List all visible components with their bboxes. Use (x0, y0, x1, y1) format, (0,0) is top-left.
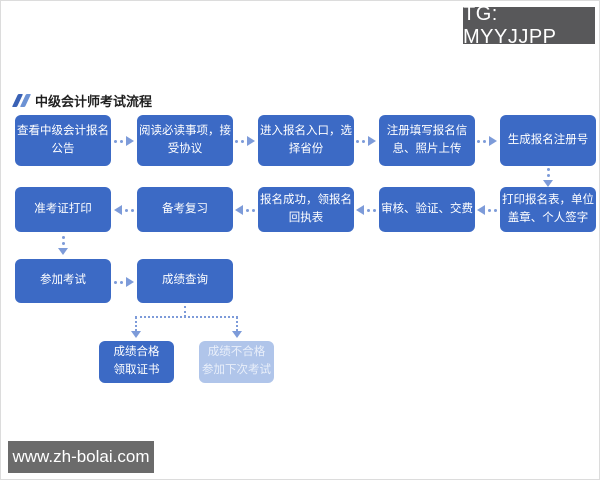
tg-badge: TG: MYYJJPP (463, 3, 595, 48)
step-read-agreement: 阅读必读事项，接受协议 (137, 115, 233, 166)
arrow-right-icon (114, 276, 134, 288)
step-pass-get-certificate: 成绩合格 领取证书 (99, 341, 174, 383)
arrow-left-icon (114, 204, 134, 216)
step-check-announcement: 查看中级会计报名公告 (15, 115, 111, 166)
branch-line (184, 306, 186, 317)
arrow-left-icon (356, 204, 376, 216)
step-review-verify-pay: 审核、验证、交费 (379, 187, 475, 232)
arrow-down-icon (543, 168, 553, 187)
arrow-down-icon (232, 331, 242, 338)
step-print-admission-ticket: 准考证打印 (15, 187, 111, 232)
arrow-down-icon (131, 331, 141, 338)
step-generate-registration-number: 生成报名注册号 (500, 115, 596, 166)
step-register-info-photo-upload: 注册填写报名信息、照片上传 (379, 115, 475, 166)
site-badge: www.zh-bolai.com (8, 441, 154, 473)
arrow-right-icon (477, 135, 497, 147)
arrow-left-icon (477, 204, 497, 216)
arrow-down-icon (58, 236, 68, 255)
page-title: 中级会计师考试流程 (35, 93, 153, 109)
step-registration-receipt: 报名成功，领报名回执表 (258, 187, 354, 232)
arrow-right-icon (114, 135, 134, 147)
step-fail-retake-next-exam: 成绩不合格 参加下次考试 (199, 341, 274, 383)
arrow-right-icon (356, 135, 376, 147)
arrow-left-icon (235, 204, 255, 216)
step-print-form-seal-sign: 打印报名表，单位盖章、个人签字 (500, 187, 596, 232)
step-check-score: 成绩查询 (137, 259, 233, 303)
branch-line (135, 317, 137, 331)
step-exam-preparation: 备考复习 (137, 187, 233, 232)
step-enter-portal-select-province: 进入报名入口，选择省份 (258, 115, 354, 166)
step-take-exam: 参加考试 (15, 259, 111, 303)
branch-line (135, 316, 238, 318)
arrow-right-icon (235, 135, 255, 147)
branch-line (236, 317, 238, 331)
title-row: 中级会计师考试流程 (11, 92, 153, 109)
